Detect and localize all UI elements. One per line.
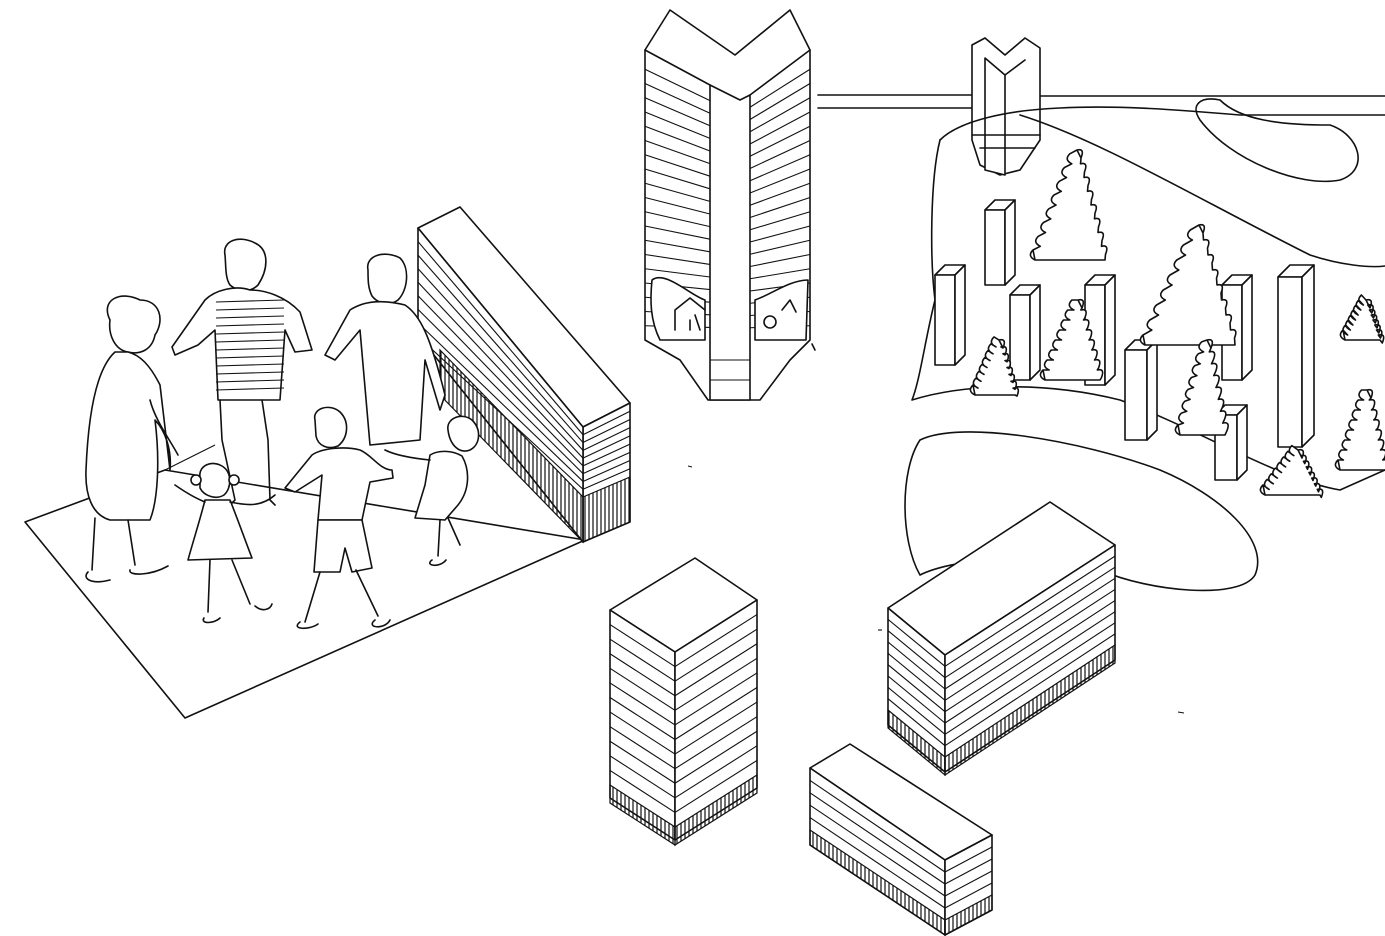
road xyxy=(817,94,1385,109)
person-mother xyxy=(324,253,446,446)
central-tower xyxy=(644,9,816,401)
person-grandmother xyxy=(85,295,179,583)
family-playing-ring-game xyxy=(85,238,480,630)
long-low-building xyxy=(417,206,631,544)
person-girl-pigtails xyxy=(174,462,276,624)
block-building-right xyxy=(887,501,1116,777)
block-building-front xyxy=(809,743,993,936)
small-tower xyxy=(971,37,1041,176)
person-boy xyxy=(284,406,394,630)
person-father xyxy=(171,238,313,506)
person-little-girl xyxy=(384,415,480,567)
block-building-left xyxy=(609,557,758,847)
sketch-marks xyxy=(687,465,1185,714)
park-with-trees-and-buildings xyxy=(904,98,1385,592)
